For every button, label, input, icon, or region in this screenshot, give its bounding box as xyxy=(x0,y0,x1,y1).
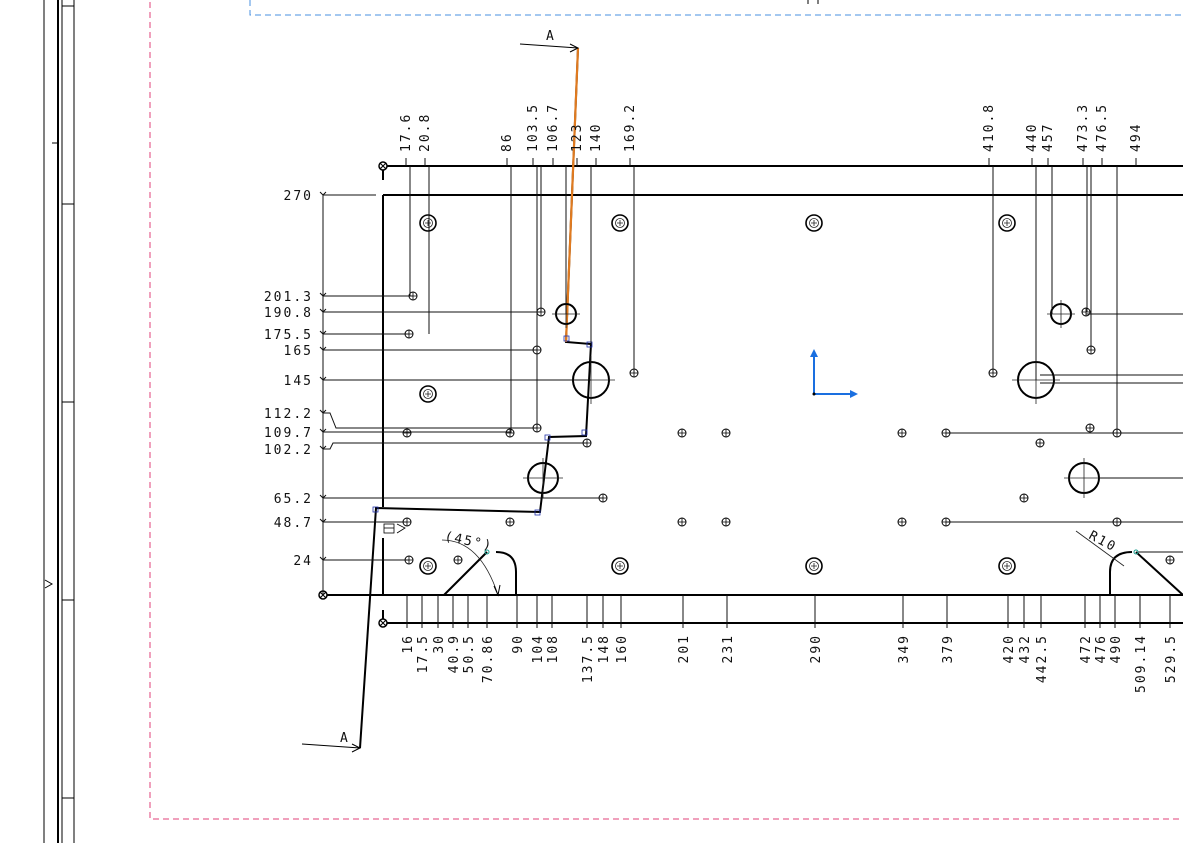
left-dimension-label: 145 xyxy=(284,374,313,389)
bottom-dimension-label: 442.5 xyxy=(1035,634,1050,683)
left-dimension-label: 201.3 xyxy=(264,290,313,305)
bottom-dimension-label: 108 xyxy=(546,634,561,663)
top-dimension-label: 140 xyxy=(589,123,604,152)
small-hole-icon xyxy=(1081,307,1091,317)
bottom-dimension-label: 231 xyxy=(721,634,736,663)
small-holes xyxy=(402,291,1175,565)
bottom-dimension-label: 160 xyxy=(615,634,630,663)
top-dimension-label: 440 xyxy=(1025,123,1040,152)
small-hole-icon xyxy=(402,428,412,438)
bottom-dimension-label: 17.5 xyxy=(416,634,431,673)
top-dimension-label: 103.5 xyxy=(526,103,541,152)
bottom-dimension-label: 16 xyxy=(401,634,416,654)
section-cut-line[interactable] xyxy=(301,43,593,753)
angle-annotation: (45°) xyxy=(443,529,494,554)
left-dimension-label: 270 xyxy=(284,189,313,204)
small-hole-icon xyxy=(897,428,907,438)
small-hole-icon xyxy=(505,517,515,527)
small-hole-icon xyxy=(677,428,687,438)
leader-lines xyxy=(323,166,1183,561)
small-hole-icon xyxy=(677,517,687,527)
small-hole-icon xyxy=(453,555,463,565)
mounting-holes xyxy=(419,214,1016,575)
bottom-dimension-label: 349 xyxy=(897,634,912,663)
top-dimension-label: 476.5 xyxy=(1095,103,1110,152)
large-holes xyxy=(523,300,1104,498)
left-dimension-label: 109.7 xyxy=(264,426,313,441)
section-label-bottom: A xyxy=(340,731,350,746)
radius-annotation: R10 xyxy=(1086,528,1119,555)
bottom-dimension-label: 148 xyxy=(597,634,612,663)
origin-markers xyxy=(318,161,388,628)
bottom-dimension-label: 30 xyxy=(432,634,447,654)
bottom-dimension-label: 472 xyxy=(1079,634,1094,663)
top-dimension-label: 494 xyxy=(1129,123,1144,152)
bottom-dimension-label: 104 xyxy=(531,634,546,663)
top-dimension-label: 20.8 xyxy=(418,113,433,152)
datum-symbol-icon xyxy=(383,523,406,534)
small-hole-icon xyxy=(505,428,515,438)
bottom-dimension-label: 201 xyxy=(677,634,692,663)
left-dimension-label: 65.2 xyxy=(274,492,313,507)
left-dimension-label: 165 xyxy=(284,344,313,359)
slot-features xyxy=(441,530,1183,597)
bottom-dimension-label: 509.14 xyxy=(1134,634,1149,693)
bottom-dimension-label: 90 xyxy=(511,634,526,654)
small-hole-icon xyxy=(1085,423,1095,433)
left-dimension-label: 24 xyxy=(293,554,313,569)
sheet-frame xyxy=(149,0,1183,820)
top-dimension-label: 169.2 xyxy=(623,103,638,152)
part-outline xyxy=(323,165,1183,624)
small-hole-icon xyxy=(1019,493,1029,503)
top-dimension-label: 86 xyxy=(500,132,515,152)
bottom-dimension-label: 290 xyxy=(809,634,824,663)
small-hole-icon xyxy=(897,517,907,527)
bottom-dimension-label: 420 xyxy=(1002,634,1017,663)
top-dimension-label: 457 xyxy=(1041,123,1056,152)
section-line-highlight xyxy=(564,47,580,343)
bottom-dimension-label: 50.5 xyxy=(462,634,477,673)
bottom-dimension-label: 40.9 xyxy=(447,634,462,673)
bottom-dimension-label: 476 xyxy=(1094,634,1109,663)
small-hole-icon xyxy=(721,517,731,527)
bottom-dimension-label: 137.5 xyxy=(581,634,596,683)
left-dimension-label: 112.2 xyxy=(264,407,313,422)
left-dimension-label: 190.8 xyxy=(264,306,313,321)
small-hole-icon xyxy=(721,428,731,438)
left-dimension-label: 48.7 xyxy=(274,516,313,531)
bottom-dimension-label: 70.86 xyxy=(481,634,496,683)
top-dimension-label: 123 xyxy=(570,123,585,152)
bottom-dimension-label: 490 xyxy=(1109,634,1124,663)
left-dimension-label: 102.2 xyxy=(264,443,313,458)
top-dimension-label: 17.6 xyxy=(399,113,414,152)
small-hole-icon xyxy=(1165,555,1175,565)
bottom-dimension-label: 432 xyxy=(1018,634,1033,663)
view-frame xyxy=(249,0,1183,16)
top-dimension-label: 410.8 xyxy=(982,103,997,152)
bottom-dimension-label: 529.5 xyxy=(1164,634,1179,683)
top-dimension-label: 106.7 xyxy=(546,103,561,152)
small-hole-icon xyxy=(1035,438,1045,448)
bottom-dimension-label: 379 xyxy=(941,634,956,663)
axis-system-icon xyxy=(810,349,858,398)
section-label-top: A xyxy=(546,29,556,44)
sheet-marker-icon xyxy=(44,579,54,589)
left-dimension-label: 175.5 xyxy=(264,328,313,343)
sheet-border xyxy=(43,0,75,843)
top-dimension-label: 473.3 xyxy=(1076,103,1091,152)
